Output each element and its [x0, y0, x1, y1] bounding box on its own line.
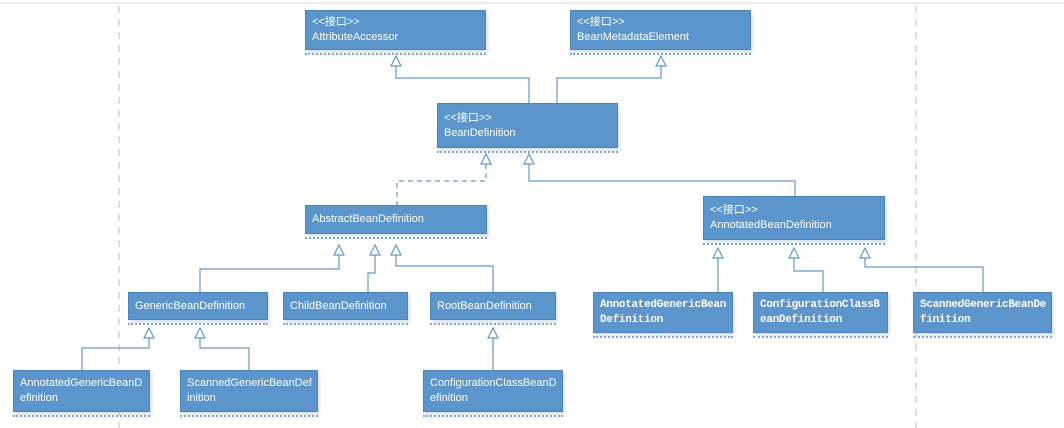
stereotype-label: <<接口>>: [444, 111, 492, 124]
class-name: ConfigurationClassBeanDefinition: [430, 377, 557, 404]
class-box-configuration-class-bean-definition-2[interactable]: ConfigurationClassBeanDefinition: [423, 370, 563, 417]
class-name: AnnotatedGenericBeanDefinition: [600, 298, 727, 326]
connector-bean-definition-to-bean-metadata-element[interactable]: [556, 66, 662, 103]
inheritance-arrow-icon: [143, 326, 155, 339]
class-name: BeanMetadataElement: [577, 31, 689, 43]
inheritance-arrow-icon: [390, 243, 402, 256]
class-name: ChildBeanDefinition: [290, 299, 387, 312]
connector-configuration-class-bean-definition-1-to-annotated-bean-definition[interactable]: [793, 258, 824, 292]
class-box-abstract-bean-definition[interactable]: AbstractBeanDefinition: [305, 205, 487, 239]
class-name: AbstractBeanDefinition: [312, 213, 424, 225]
inheritance-arrow-icon: [333, 243, 345, 256]
inheritance-arrow-icon: [523, 152, 535, 165]
class-name: AttributeAccessor: [312, 31, 399, 43]
stereotype-label: <<接口>>: [577, 16, 625, 28]
class-name: ConfigurationClassBeanDefinition: [760, 298, 880, 326]
connector-root-bean-definition-to-abstract-bean-definition[interactable]: [395, 255, 494, 292]
class-box-bean-metadata-element[interactable]: <<接口>> BeanMetadataElement: [570, 10, 751, 55]
class-box-child-bean-definition[interactable]: ChildBeanDefinition: [283, 292, 408, 325]
connector-abstract-bean-definition-to-bean-definition[interactable]: [396, 164, 487, 205]
inheritance-arrow-icon: [369, 243, 381, 256]
class-box-annotated-generic-bean-definition-2[interactable]: AnnotatedGenericBeanDefinition: [13, 370, 150, 417]
class-name: GenericBeanDefinition: [135, 299, 246, 312]
connector-annotated-bean-definition-to-bean-definition[interactable]: [528, 164, 796, 196]
connector-generic-bean-definition-to-abstract-bean-definition[interactable]: [199, 255, 340, 292]
class-box-scanned-generic-bean-definition-2[interactable]: ScannedGenericBeanDefinition: [180, 370, 318, 417]
connector-scanned-generic-bean-definition-1-to-annotated-bean-definition[interactable]: [864, 258, 984, 292]
stereotype-label: <<接口>>: [312, 16, 360, 28]
inheritance-arrow-icon: [487, 326, 499, 339]
connector-scanned-generic-bean-definition-2-to-generic-bean-definition[interactable]: [199, 338, 250, 370]
class-name: ScannedGenericBeanDefinition: [920, 298, 1047, 326]
class-name: AnnotatedGenericBeanDefinition: [20, 377, 143, 404]
inheritance-arrow-icon: [390, 54, 402, 67]
connector-bean-definition-to-attribute-accessor[interactable]: [395, 66, 530, 103]
inheritance-arrow-icon: [788, 246, 800, 259]
connector-annotated-generic-bean-definition-2-to-generic-bean-definition[interactable]: [81, 338, 150, 370]
connector-child-bean-definition-to-abstract-bean-definition[interactable]: [367, 255, 376, 292]
class-box-attribute-accessor[interactable]: <<接口>> AttributeAccessor: [305, 10, 486, 55]
inheritance-arrow-icon: [480, 152, 492, 165]
class-box-configuration-class-bean-definition-1[interactable]: ConfigurationClassBeanDefinition: [753, 292, 888, 338]
inheritance-arrow-icon: [859, 246, 871, 259]
stereotype-label: <<接口>>: [710, 204, 758, 216]
class-box-bean-definition[interactable]: <<接口>> BeanDefinition: [437, 103, 618, 153]
class-box-annotated-generic-bean-definition-1[interactable]: AnnotatedGenericBeanDefinition: [593, 292, 733, 338]
class-box-annotated-bean-definition[interactable]: <<接口>> AnnotatedBeanDefinition: [703, 196, 885, 245]
class-name: AnnotatedBeanDefinition: [710, 219, 832, 231]
class-box-scanned-generic-bean-definition-1[interactable]: ScannedGenericBeanDefinition: [913, 292, 1052, 338]
inheritance-arrow-icon: [194, 326, 206, 339]
class-box-root-bean-definition[interactable]: RootBeanDefinition: [430, 292, 556, 325]
class-name: ScannedGenericBeanDefinition: [187, 377, 312, 404]
class-name: BeanDefinition: [444, 126, 516, 139]
inheritance-arrow-icon: [712, 246, 724, 259]
class-box-generic-bean-definition[interactable]: GenericBeanDefinition: [128, 292, 268, 325]
class-name: RootBeanDefinition: [437, 299, 532, 312]
inheritance-arrow-icon: [655, 54, 667, 67]
